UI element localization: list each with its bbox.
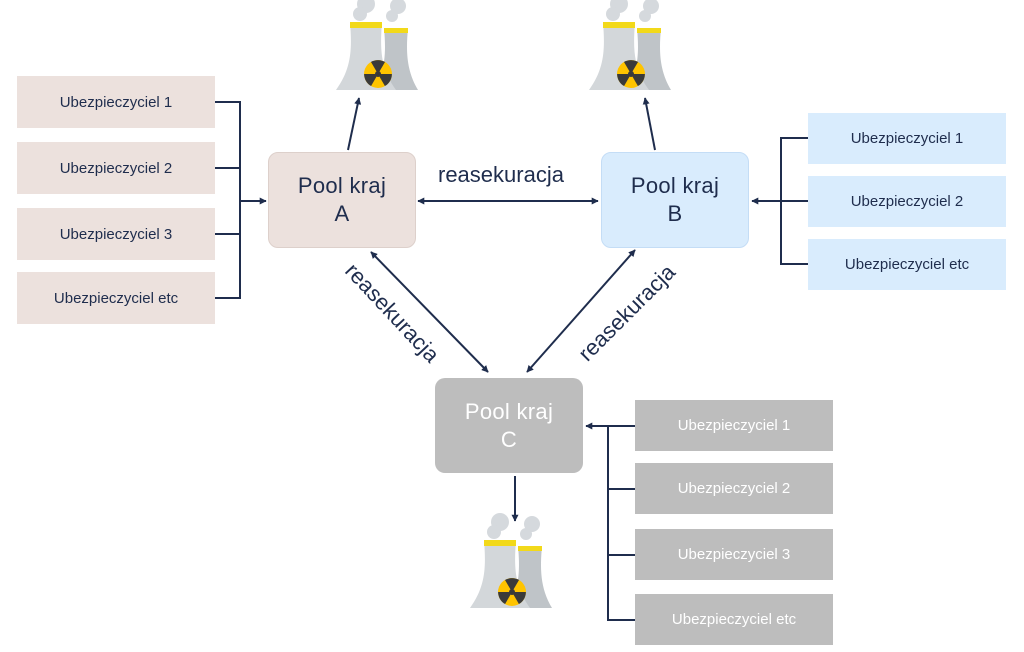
insurer-a-etc: Ubezpieczyciel etc — [17, 272, 215, 324]
bracket-insurers-b — [751, 137, 808, 265]
insurer-a-2: Ubezpieczyciel 2 — [17, 142, 215, 194]
insurer-a-3: Ubezpieczyciel 3 — [17, 208, 215, 260]
pool-c: Pool kraj C — [435, 378, 583, 473]
pool-b-letter: B — [667, 201, 683, 226]
arrow-reins-b-c — [526, 249, 636, 373]
arrow-reins-a-c — [370, 251, 489, 373]
nuclear-plant-icon-c — [470, 513, 552, 608]
pool-c-name: Pool kraj — [464, 398, 554, 424]
insurer-c-1: Ubezpieczyciel 1 — [635, 400, 833, 451]
insurer-b-2: Ubezpieczyciel 2 — [808, 176, 1006, 227]
pool-a-letter: A — [334, 201, 350, 226]
insurer-c-2: Ubezpieczyciel 2 — [635, 463, 833, 514]
nuclear-plant-icon-a — [336, 0, 418, 90]
bracket-insurers-c — [585, 422, 635, 621]
insurer-a-1: Ubezpieczyciel 1 — [17, 76, 215, 128]
pool-a: Pool kraj A — [268, 152, 416, 248]
pool-c-letter: C — [500, 426, 518, 452]
nuclear-plant-icon-b — [589, 0, 671, 90]
label-reinsurance-a-b: reasekuracja — [438, 162, 564, 187]
pool-a-name: Pool kraj — [297, 173, 387, 198]
insurer-b-etc: Ubezpieczyciel etc — [808, 239, 1006, 290]
pool-b-name: Pool kraj — [630, 173, 720, 198]
pool-b: Pool kraj B — [601, 152, 749, 248]
bracket-insurers-a — [215, 101, 267, 299]
insurer-c-3: Ubezpieczyciel 3 — [635, 529, 833, 580]
insurer-c-etc: Ubezpieczyciel etc — [635, 594, 833, 645]
arrow-pool-b-to-plant — [642, 97, 656, 151]
arrow-pool-a-to-plant — [347, 97, 362, 151]
insurer-b-1: Ubezpieczyciel 1 — [808, 113, 1006, 164]
